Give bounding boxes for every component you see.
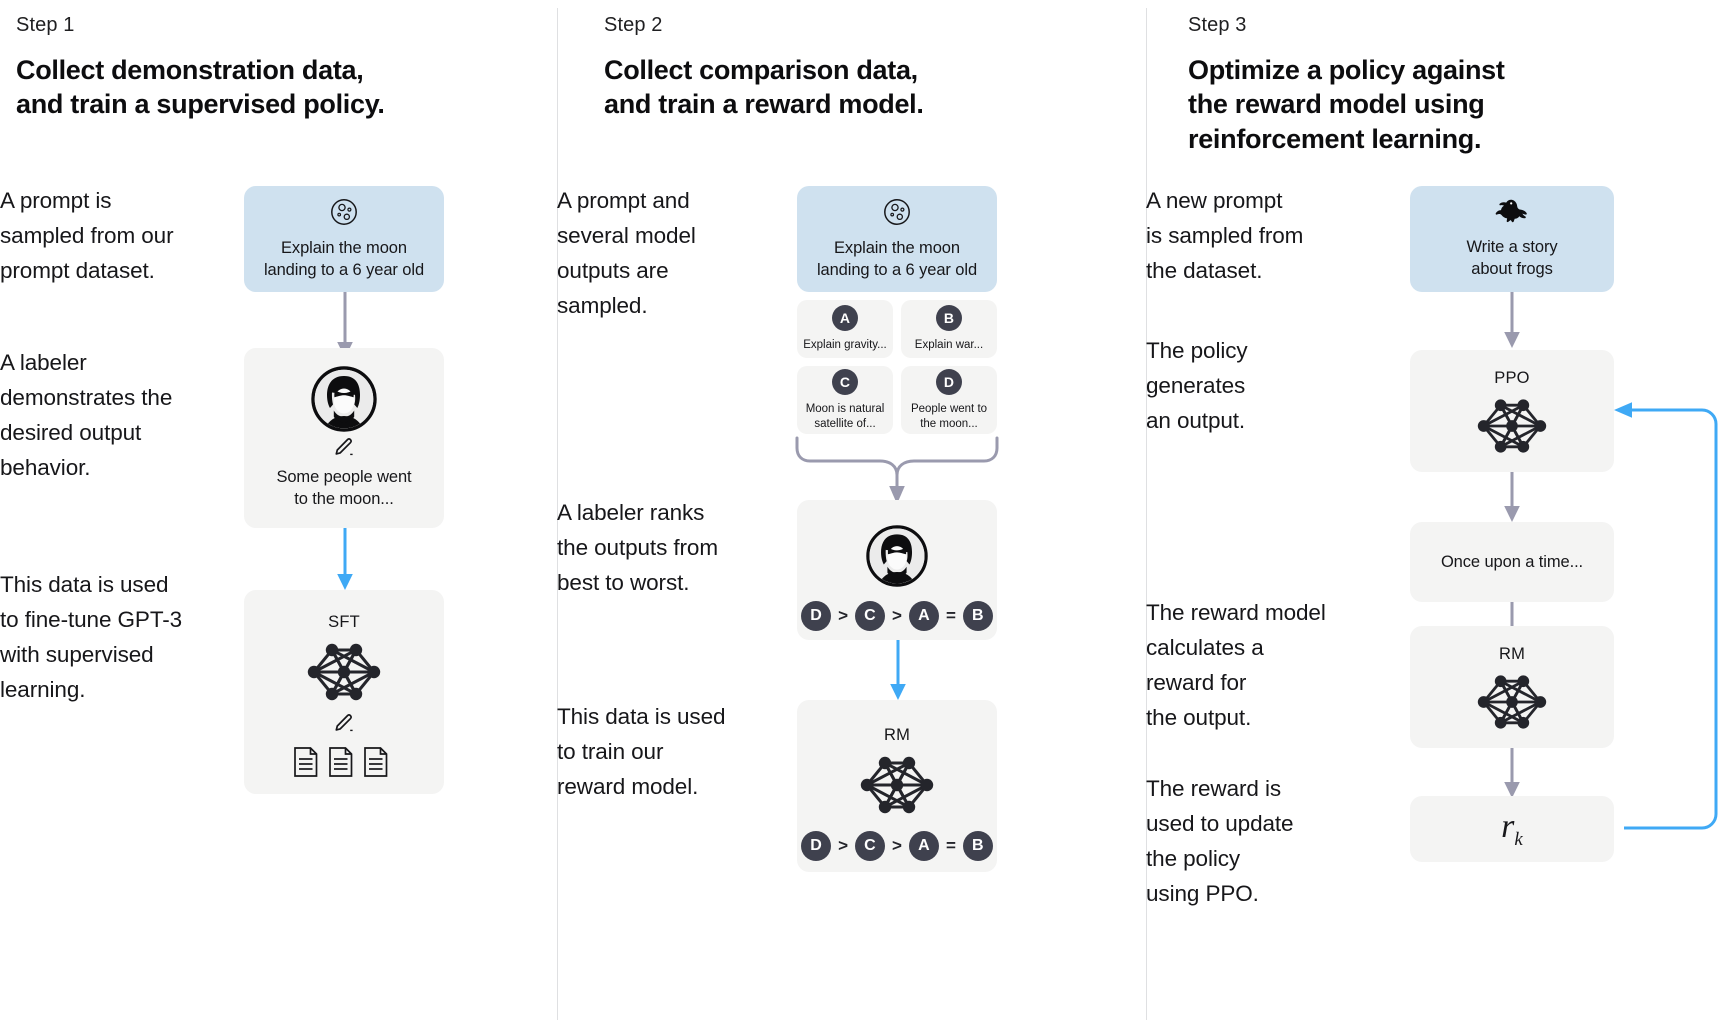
pencil-icon — [331, 712, 357, 738]
neural-network-icon — [853, 749, 941, 821]
frog-icon — [1492, 198, 1532, 226]
step-3-note-2: The policy generates an output. — [1146, 338, 1248, 433]
rank-op-2: > — [892, 606, 902, 625]
step-3-note-4: The reward is used to update the policy … — [1146, 776, 1294, 906]
output-d-text: People went to the moon... — [910, 402, 988, 430]
badge-c: C — [832, 368, 858, 395]
labeler-icon — [311, 366, 377, 432]
moon-icon — [882, 197, 912, 227]
step-2-column: Step 2 Collect comparison data, and trai… — [557, 0, 1146, 1034]
reward-subscript: k — [1514, 828, 1523, 850]
column-divider-2 — [1146, 8, 1147, 1020]
step-1-labeler-text: Some people went to the moon... — [276, 467, 412, 508]
step-2-output-card-c[interactable]: C Moon is natural satellite of... — [797, 366, 893, 434]
step-1-title: Collect demonstration data, and train a … — [16, 55, 385, 120]
step-1-labeler-card[interactable]: Some people went to the moon... — [244, 348, 444, 528]
step-3-arrow-2 — [1501, 472, 1523, 524]
step-2-note-1: A prompt and several model outputs are s… — [557, 188, 696, 318]
step-1-prompt-text: Explain the moon landing to a 6 year old — [263, 238, 425, 279]
neural-network-icon — [1470, 668, 1554, 736]
step-2-output-card-b[interactable]: B Explain war... — [901, 300, 997, 358]
step-2-rm-title: RM — [883, 725, 911, 744]
rank-badge-4: B — [962, 601, 993, 631]
rm-rank-op-3: = — [945, 835, 956, 855]
rank-op-3: = — [945, 606, 956, 625]
step-3-arrow-4 — [1501, 748, 1523, 800]
rm-rank-op-2: > — [892, 835, 902, 855]
neural-network-icon — [1470, 392, 1554, 460]
step-1-prompt-card[interactable]: Explain the moon landing to a 6 year old — [244, 186, 444, 292]
step-3-rm-title: RM — [1498, 644, 1526, 663]
badge-b: B — [936, 305, 962, 332]
moon-icon — [329, 197, 359, 227]
step-1-label: Step 1 — [16, 14, 75, 36]
rank-op-1: > — [838, 606, 849, 625]
documents-icon — [292, 745, 396, 779]
step-3-column: Step 3 Optimize a policy against the rew… — [1146, 0, 1730, 1034]
step-2-ranking-row: D > C > A = B — [801, 601, 993, 631]
step-3-output-card[interactable]: Once upon a time... — [1410, 522, 1614, 602]
rank-badge-2: C — [855, 601, 886, 631]
step-2-arrow-blue — [887, 640, 909, 702]
step-1-note-1: A prompt is sampled from our prompt data… — [0, 188, 174, 283]
step-3-title: Optimize a policy against the reward mod… — [1188, 55, 1505, 154]
step-3-note-1: A new prompt is sampled from the dataset… — [1146, 188, 1304, 283]
step-3-output-text: Once upon a time... — [1440, 552, 1584, 571]
step-1-sft-title: SFT — [328, 613, 360, 631]
step-3-ppo-title: PPO — [1494, 368, 1530, 387]
step-3-note-3: The reward model calculates a reward for… — [1146, 600, 1326, 730]
step-3-prompt-card[interactable]: Write a story about frogs — [1410, 186, 1614, 292]
step-2-title: Collect comparison data, and train a rew… — [604, 55, 924, 120]
rm-rank-badge-2: C — [855, 830, 886, 861]
step-3-ppo-card[interactable]: PPO — [1410, 350, 1614, 472]
step-2-prompt-text: Explain the moon landing to a 6 year old — [816, 238, 978, 279]
step-2-ranking-card[interactable]: D > C > A = B — [797, 500, 997, 640]
reward-letter: r — [1501, 807, 1515, 845]
rm-rank-badge-1: D — [801, 830, 832, 861]
step-3-reward-card[interactable]: rk — [1410, 796, 1614, 862]
step-1-note-2: A labeler demonstrates the desired outpu… — [0, 350, 173, 480]
step-2-rm-ranking-row: D > C > A = B — [801, 830, 993, 861]
step-3-label: Step 3 — [1188, 14, 1247, 36]
step-1-sft-card[interactable]: SFT — [244, 590, 444, 794]
step-2-output-card-a[interactable]: A Explain gravity... — [797, 300, 893, 358]
output-b-text: Explain war... — [914, 339, 984, 352]
badge-a: A — [832, 305, 858, 332]
step-2-curly-brace-arrow — [793, 436, 1001, 506]
rank-badge-3: A — [908, 601, 939, 631]
step-3-feedback-loop — [1606, 398, 1724, 838]
step-2-note-3: This data is used to train our reward mo… — [557, 704, 726, 799]
rm-rank-badge-3: A — [908, 830, 939, 861]
step-3-arrow-1 — [1501, 292, 1523, 350]
rm-rank-op-1: > — [838, 835, 849, 855]
step-2-label: Step 2 — [604, 14, 663, 36]
step-2-note-2: A labeler ranks the outputs from best to… — [557, 500, 718, 595]
step-1-column: Step 1 Collect demonstration data, and t… — [0, 0, 557, 1034]
step-3-prompt-text: Write a story about frogs — [1466, 237, 1558, 278]
step-1-note-3: This data is used to fine-tune GPT-3 wit… — [0, 572, 183, 702]
labeler-icon — [866, 525, 928, 587]
reward-symbol: rk — [1501, 808, 1523, 851]
rm-rank-badge-4: B — [962, 830, 993, 861]
step-1-arrow-2 — [334, 528, 356, 592]
step-2-rm-card[interactable]: RM — [797, 700, 997, 872]
output-a-text: Explain gravity... — [803, 339, 887, 352]
rank-badge-1: D — [801, 601, 832, 631]
step-2-output-card-d[interactable]: D People went to the moon... — [901, 366, 997, 434]
column-divider-1 — [557, 8, 558, 1020]
badge-d: D — [936, 368, 962, 395]
step-3-rm-card[interactable]: RM — [1410, 626, 1614, 748]
pencil-icon — [331, 436, 357, 462]
step-2-prompt-card[interactable]: Explain the moon landing to a 6 year old — [797, 186, 997, 292]
output-c-text: Moon is natural satellite of... — [805, 402, 885, 430]
neural-network-icon — [300, 636, 388, 708]
